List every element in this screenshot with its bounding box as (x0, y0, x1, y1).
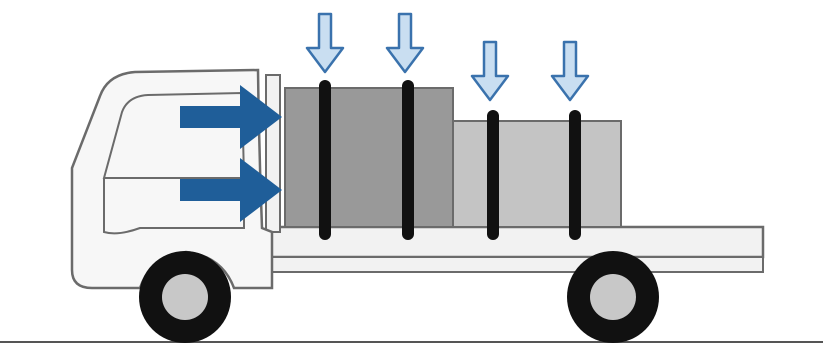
tie-down-strap-4 (569, 110, 581, 240)
headboard-post (265, 74, 281, 233)
cab-window (102, 91, 246, 179)
arrow-down-icon (385, 12, 425, 74)
cargo-block-small (452, 120, 622, 228)
arrow-right-icon (180, 85, 282, 149)
tie-down-strap-2 (402, 80, 414, 240)
truck-flatbed (268, 225, 765, 273)
arrow-down-icon (550, 40, 590, 102)
arrow-right-icon (180, 158, 282, 222)
tie-down-strap-3 (487, 110, 499, 240)
tie-down-straps (319, 80, 581, 240)
cargo-block-large (284, 87, 454, 228)
wheel-icon (567, 251, 659, 343)
forward-force-arrows (180, 85, 282, 222)
wheel-icon (139, 251, 231, 343)
tie-down-strap-1 (319, 80, 331, 240)
arrow-down-icon (305, 12, 345, 74)
arrow-down-icon (470, 40, 510, 102)
wheels (139, 251, 659, 343)
cab-door (103, 178, 245, 235)
downward-force-arrows (305, 12, 590, 102)
